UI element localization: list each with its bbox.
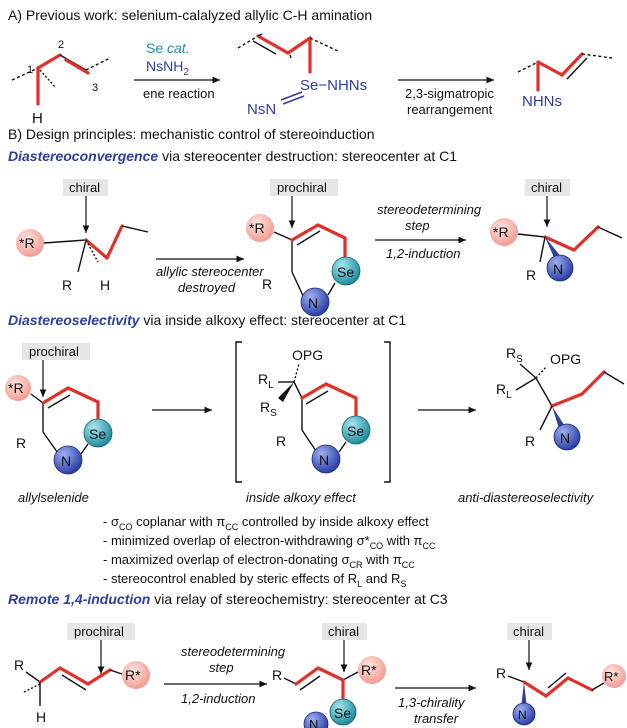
b2-rl3: RL: [496, 381, 512, 401]
b2-prochiral: prochiral: [29, 344, 79, 359]
b1-n2: N: [553, 261, 563, 277]
b1-rstar2: *R: [249, 220, 265, 236]
b1-destroy1: allylic stereocenter: [156, 264, 264, 279]
bullet-0: - σCO coplanar with πCC controlled by in…: [103, 514, 429, 532]
b3-prochiral: prochiral: [74, 624, 124, 639]
a-ene: ene reaction: [143, 86, 215, 101]
b3-arrow1: stereodetermining step 1,2-induction: [164, 644, 286, 706]
b2-se: Se: [89, 426, 106, 442]
b1-rstar3: *R: [493, 224, 509, 240]
b3-r2: R: [272, 667, 282, 683]
bullet-list: - σCO coplanar with πCC controlled by in…: [103, 514, 436, 589]
b3-step1: stereodetermining: [181, 644, 286, 659]
b1-r: R: [62, 277, 72, 293]
b-heading3: Remote 1,4-induction via relay of stereo…: [8, 591, 448, 607]
section-a-title: A) Previous work: selenium-calalyzed all…: [8, 7, 372, 23]
b1-n: N: [308, 295, 318, 311]
a-nsn: NsN: [247, 101, 276, 118]
b1-chiral2: chiral: [531, 180, 562, 195]
b3-r3: R: [496, 665, 506, 681]
b3-r: R: [14, 657, 24, 673]
b3-rstar3: R*: [604, 669, 618, 684]
b1-induct: 1,2-induction: [386, 246, 460, 261]
b1-destroy2: destroyed: [178, 280, 236, 295]
b2-rs: RS: [260, 399, 277, 419]
b2-lab-allyl: allylselenide: [18, 490, 89, 505]
bullet-3: - stereocontrol enabled by steric effect…: [103, 571, 406, 589]
b2-r2: R: [276, 433, 286, 449]
a-nsnh2: NsNH2: [146, 58, 189, 78]
b3-chiral: chiral: [328, 624, 359, 639]
section-b-title: B) Design principles: mechanistic contro…: [8, 126, 375, 142]
a-num1: 1: [27, 64, 33, 76]
b1-struct1: chiral *R R H: [16, 179, 149, 293]
b1-struct3: chiral *R N R: [490, 179, 623, 283]
a-arrow2: 2,3-sigmatropic rearrangement: [398, 76, 494, 117]
a-reactant: 1 2 3 H: [11, 39, 111, 127]
b-heading2: Diastereoselectivity via inside alkoxy e…: [8, 312, 406, 328]
b3-h: H: [36, 709, 46, 725]
a-intermediate: Se−NHNs NsN: [237, 33, 367, 118]
a-h: H: [32, 110, 43, 127]
b2-rl: RL: [258, 371, 274, 391]
b2-struct3: RS OPG RL N R anti-diastereoselectivity: [458, 345, 625, 505]
b2-n2: N: [319, 452, 329, 468]
b-heading1: Diastereoconvergence via stereocenter de…: [8, 148, 457, 164]
b3-n: N: [309, 717, 318, 728]
a-sig1: 2,3-sigmatropic: [405, 86, 494, 101]
bullet-1: - minimized overlap of electron-withdraw…: [103, 533, 436, 551]
b3-struct3: chiral R R* N: [496, 623, 626, 726]
a-se-nhns: Se−NHNs: [300, 77, 367, 94]
b2-n3: N: [560, 430, 570, 446]
b1-step1: stereodetermining: [377, 202, 482, 217]
b1-arrow1: allylic stereocenter destroyed: [156, 255, 264, 295]
b1-struct2: prochiral *R Se N R: [246, 179, 361, 317]
b2-struct2: OPG RL RS Se N R inside alkoxy effect: [235, 341, 391, 505]
b3-step2: step: [209, 660, 234, 675]
b1-chiral: chiral: [69, 180, 100, 195]
b3-se: Se: [334, 705, 351, 721]
b2-se2: Se: [347, 423, 364, 439]
a-nhns: NHNs: [522, 93, 562, 110]
b2-rs3: RS: [506, 345, 523, 365]
b1-se: Se: [337, 264, 354, 280]
b2-r3: R: [525, 433, 535, 449]
b3-chir1: 1,3-chirality: [398, 695, 466, 710]
b3-struct2: chiral R R* Se N: [272, 623, 386, 728]
b3-struct1: prochiral R H R*: [14, 623, 150, 725]
b1-step2: step: [405, 218, 430, 233]
b2-lab-anti: anti-diastereoselectivity: [458, 490, 595, 505]
b3-n2: N: [518, 708, 527, 722]
b2-opg: OPG: [292, 347, 323, 363]
b1-rstar: *R: [19, 235, 35, 251]
b3-rstar2: R*: [361, 662, 377, 678]
b2-rstar: *R: [8, 380, 24, 396]
b1-r3: R: [526, 267, 536, 283]
b3-chir2: transfer: [414, 711, 459, 726]
b1-h: H: [100, 277, 110, 293]
a-num3: 3: [92, 82, 98, 94]
bullet-2: - maximized overlap of electron-donating…: [103, 552, 415, 570]
b1-prochiral: prochiral: [277, 180, 327, 195]
b2-lab-inside: inside alkoxy effect: [246, 490, 357, 505]
a-num2: 2: [58, 39, 64, 51]
a-sig2: rearrangement: [407, 102, 493, 117]
b3-induct: 1,2-induction: [181, 691, 255, 706]
a-product: NHNs: [517, 52, 613, 110]
b3-arrow2: 1,3-chirality transfer: [395, 684, 476, 726]
a-cat-label: Se cat.: [146, 40, 190, 56]
b2-struct1: prochiral *R Se N R allylselenide: [5, 343, 113, 505]
b3-chiral2: chiral: [513, 624, 544, 639]
a-arrow1: Se cat. NsNH2 ene reaction: [134, 40, 220, 101]
b2-n: N: [61, 453, 71, 469]
b1-arrow2: stereodetermining step 1,2-induction: [375, 202, 482, 261]
b2-opg3: OPG: [550, 351, 581, 367]
b1-r2: R: [262, 276, 272, 292]
b2-r: R: [16, 435, 26, 451]
b3-rstar: R*: [125, 667, 141, 683]
